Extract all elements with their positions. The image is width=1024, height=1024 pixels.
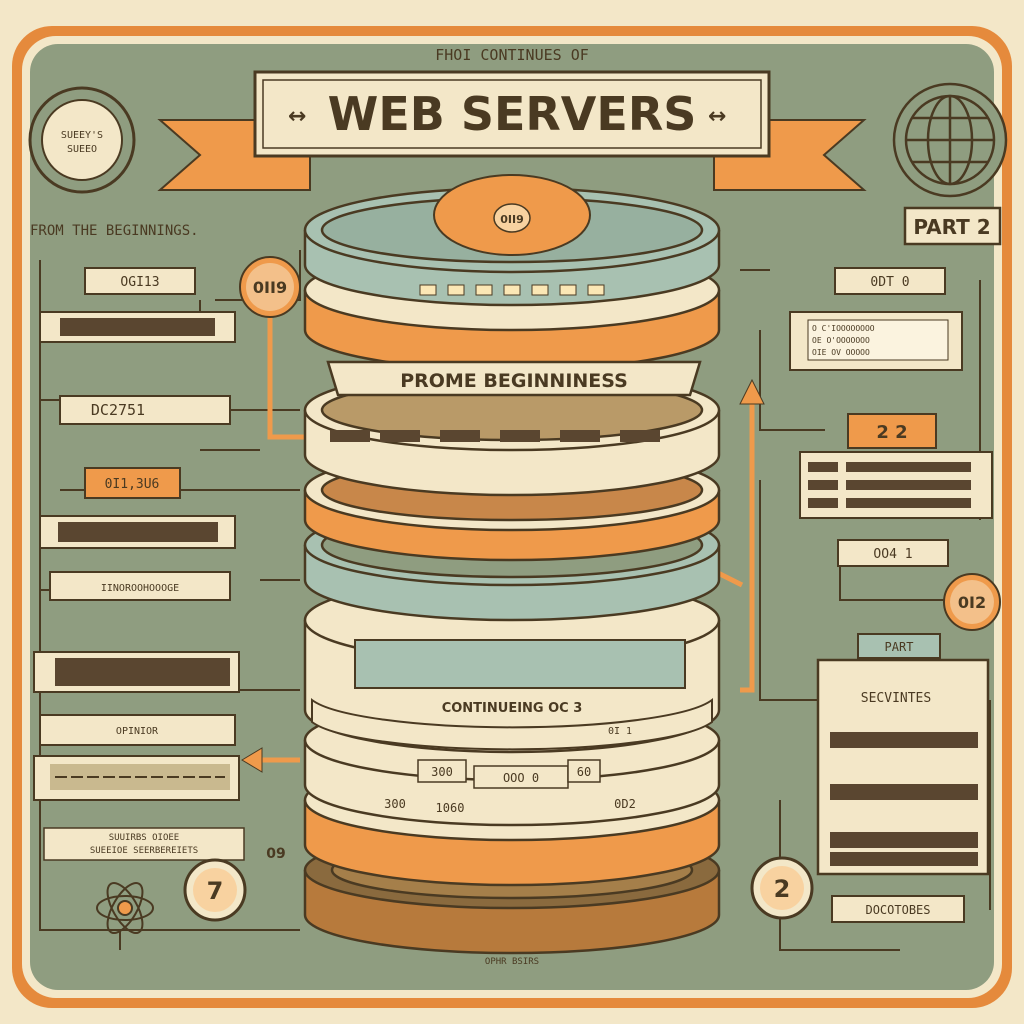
svg-text:2: 2	[774, 875, 791, 903]
left-server-bar-2	[39, 515, 236, 549]
right-server-rack	[799, 451, 993, 519]
footer-small-text: OPHR BSIRS	[485, 957, 539, 967]
atom-icon	[96, 882, 154, 934]
arrow-head-left	[241, 747, 263, 773]
svg-text:SUEEY'S: SUEEY'S	[61, 130, 103, 141]
left-badge-bottom: 7	[183, 858, 247, 922]
right-label-3: OO4 1	[837, 539, 949, 567]
svg-text:0D2: 0D2	[614, 797, 636, 811]
part-label: PART 2	[903, 206, 1002, 246]
svg-text:CONTINUEING OC 3: CONTINUEING OC 3	[442, 701, 583, 716]
kicker-text: FHOI CONTINUES OF	[435, 46, 589, 64]
svg-text:SUEEIOE SEERBEREIETS: SUEEIOE SEERBEREIETS	[90, 846, 198, 856]
subtitle-text: FROM THE BEGINNINGS.	[30, 223, 199, 239]
svg-text:PART: PART	[885, 640, 914, 654]
svg-text:O C'IOOOOOOOO: O C'IOOOOOOOO	[812, 324, 875, 333]
svg-text:0DT 0: 0DT 0	[870, 275, 909, 290]
title-arrow-right: ↔	[708, 104, 726, 129]
left-server-bar-3	[33, 651, 240, 693]
right-note-box: O C'IOOOOOOOO OE O'OOOOOOO OIE OV OOOOO	[789, 311, 963, 371]
left-label-4: IINOROOHOOOGE	[49, 571, 231, 601]
svg-text:7: 7	[207, 877, 224, 905]
left-server-bar-1	[39, 311, 236, 343]
svg-text:OO4 1: OO4 1	[873, 547, 912, 562]
ring-small-text: 0I 1	[608, 726, 632, 737]
left-label-1: OGI13	[84, 267, 196, 295]
svg-text:300: 300	[431, 765, 453, 779]
svg-text:0II9: 0II9	[253, 278, 287, 297]
svg-text:DOCOTOBES: DOCOTOBES	[865, 903, 930, 917]
svg-text:PROME BEGINNINESS: PROME BEGINNINESS	[400, 370, 628, 392]
right-label-1: 0DT 0	[834, 267, 946, 295]
layer-cells-upper: 300 OOO 0 60	[417, 759, 601, 789]
right-label-bottom: DOCOTOBES	[831, 895, 965, 923]
stack-window-strip	[419, 284, 605, 296]
svg-text:OGI13: OGI13	[120, 275, 159, 290]
left-badge-top: 0II9	[239, 256, 301, 318]
server-stack	[303, 186, 721, 955]
svg-text:OPINIOR: OPINIOR	[116, 726, 159, 737]
svg-text:OE O'OOOOOOO: OE O'OOOOOOO	[812, 336, 870, 345]
svg-text:SUEEO: SUEEO	[67, 144, 97, 155]
svg-text:SECVINTES: SECVINTES	[861, 691, 931, 706]
right-label-2: 2 2	[847, 413, 937, 449]
left-label-2: DC2751	[59, 395, 231, 425]
left-notes: SUUIRBS OIOEE SUEEIOE SEERBEREIETS	[43, 827, 245, 861]
left-label-5: OPINIOR	[39, 714, 236, 746]
svg-text:0I2: 0I2	[958, 593, 986, 612]
svg-text:SUUIRBS OIOEE: SUUIRBS OIOEE	[109, 833, 179, 843]
right-badge-bottom: 2	[750, 856, 814, 920]
globe-icon	[892, 82, 1008, 198]
layer-cells-lower: 300 1060 0D2	[384, 797, 636, 815]
title-banner: WEB SERVERS ↔ ↔	[157, 70, 867, 191]
left-side-tag: 09	[266, 846, 285, 862]
left-label-3: 0I1,3U6	[84, 467, 181, 499]
svg-text:1060: 1060	[436, 801, 465, 815]
arrow-head-up	[739, 378, 765, 405]
middle-banner: PROME BEGINNINESS	[326, 360, 702, 397]
svg-text:IINOROOHOOOGE: IINOROOHOOOGE	[101, 583, 179, 594]
svg-text:0II9: 0II9	[500, 213, 524, 226]
right-services-panel: SECVINTES	[816, 658, 990, 876]
svg-text:2 2: 2 2	[876, 422, 907, 443]
title-arrow-left: ↔	[288, 104, 306, 129]
poster-title: WEB SERVERS	[328, 87, 697, 141]
top-orange-disc: 0II9	[433, 174, 591, 256]
svg-text:300: 300	[384, 797, 406, 811]
svg-text:60: 60	[577, 765, 591, 779]
left-server-bar-4	[33, 755, 240, 801]
svg-text:OOO 0: OOO 0	[503, 771, 539, 785]
right-label-part: PART	[857, 633, 941, 659]
svg-text:OIE OV OOOOO: OIE OV OOOOO	[812, 348, 870, 357]
right-badge-top: 0I2	[943, 573, 1001, 631]
svg-text:DC2751: DC2751	[91, 401, 145, 419]
seal-badge: SUEEY'S SUEEO	[28, 86, 136, 194]
continuing-strip: CONTINUEING OC 3	[311, 697, 713, 751]
svg-text:0I1,3U6: 0I1,3U6	[105, 477, 160, 492]
stack-server-slots	[330, 430, 660, 442]
svg-text:PART 2: PART 2	[913, 215, 990, 239]
